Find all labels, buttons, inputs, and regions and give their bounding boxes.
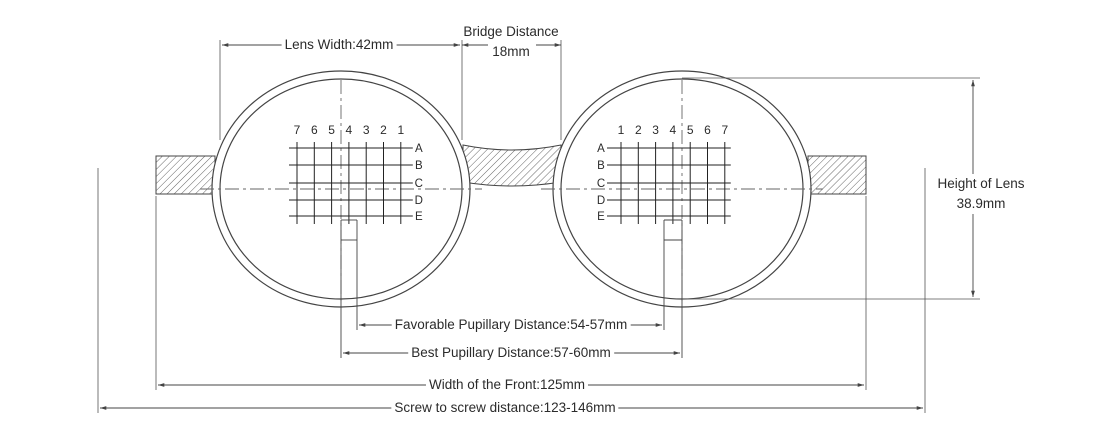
grid-column-label: 6: [311, 123, 318, 137]
bridge-distance-title: Bridge Distance: [463, 24, 559, 39]
front-width-label: Width of the Front:125mm: [425, 377, 589, 393]
height-of-lens-title: Height of Lens: [937, 176, 1025, 191]
height-of-lens-label: Height of Lens 38.9mm: [933, 174, 1029, 214]
grid-row-label: D: [415, 195, 423, 207]
grid-column-label: 3: [652, 123, 659, 137]
grid-column-label: 4: [346, 123, 353, 137]
grid-row-label: D: [597, 195, 605, 207]
favorable-pd-label: Favorable Pupillary Distance:54-57mm: [391, 317, 631, 333]
grid-row-label: C: [597, 178, 605, 190]
grid-column-label: 2: [380, 123, 387, 137]
grid-column-label: 4: [670, 123, 677, 137]
grid-column-label: 2: [635, 123, 642, 137]
grid-column-label: 1: [618, 123, 625, 137]
grid-row-label: B: [415, 160, 423, 172]
bridge-distance-value: 18mm: [492, 44, 530, 59]
lens-width-label: Lens Width:42mm: [281, 37, 397, 53]
bridge: [462, 144, 562, 187]
left-temple: [155, 155, 216, 195]
grid-column-label: 7: [294, 123, 301, 137]
screw-distance-label: Screw to screw distance:123-146mm: [391, 400, 619, 416]
right-temple: [807, 155, 867, 195]
grid-column-label: 6: [704, 123, 711, 137]
grid-row-label: A: [415, 143, 423, 155]
grid-row-label: C: [415, 178, 423, 190]
grid-row-label: E: [597, 211, 605, 223]
grid-column-label: 5: [687, 123, 694, 137]
extension-lines: [97, 40, 980, 413]
bridge-distance-label: Bridge Distance 18mm: [460, 24, 561, 60]
grid-row-label: E: [415, 211, 423, 223]
grid-column-label: 7: [721, 123, 728, 137]
height-of-lens-value: 38.9mm: [956, 196, 1006, 211]
grid-column-label: 1: [397, 123, 404, 137]
pupil-guide-lines: [340, 219, 683, 358]
grid-row-label: A: [597, 143, 605, 155]
grid-column-label: 5: [328, 123, 335, 137]
grid-row-label: B: [597, 160, 605, 172]
grid-column-label: 3: [363, 123, 370, 137]
best-pd-label: Best Pupillary Distance:57-60mm: [408, 345, 614, 361]
